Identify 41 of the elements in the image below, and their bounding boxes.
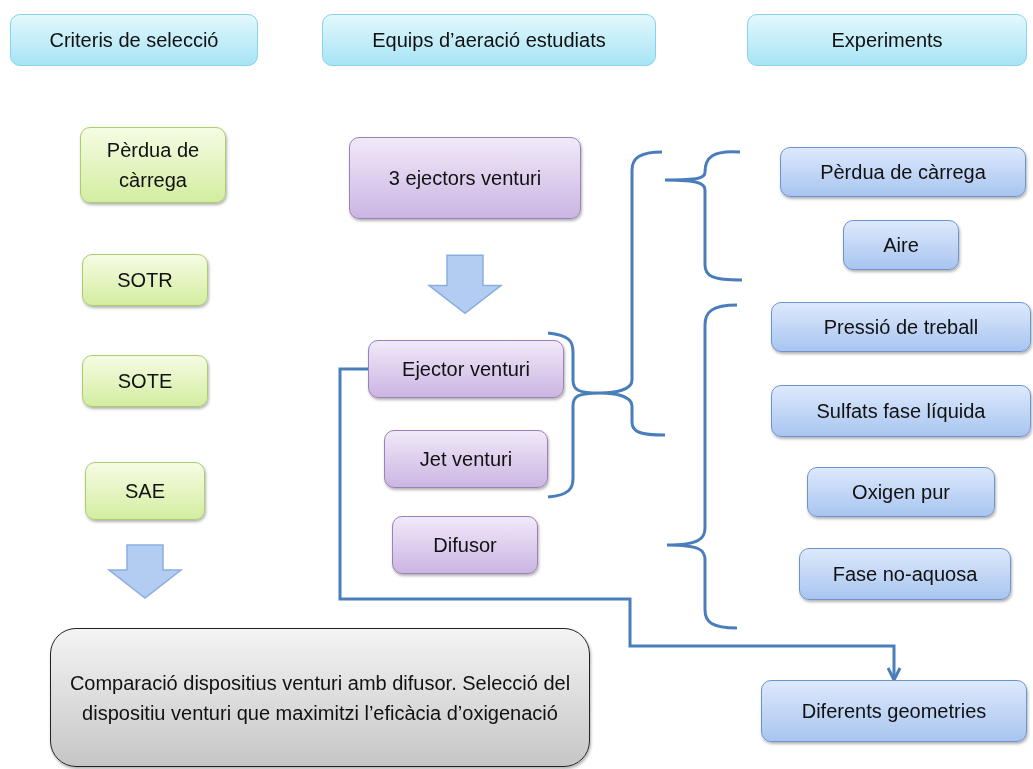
block-arrow <box>426 254 504 315</box>
box-label: Diferents geometries <box>801 699 987 724</box>
box-label: Difusor <box>433 533 497 558</box>
equipment-box <box>384 430 548 488</box>
experiment-box <box>807 467 995 517</box>
experiment-box <box>780 147 1026 197</box>
equipment-box <box>392 516 538 574</box>
criterion-box <box>82 254 208 306</box>
box-label: SAE <box>125 479 165 504</box>
box-label: Aire <box>883 233 919 258</box>
box-label: Equips d’aeració estudiats <box>372 28 606 53</box>
header-box <box>10 14 258 66</box>
box-label: Sulfats fase líquida <box>816 399 986 424</box>
arrow <box>338 367 902 682</box>
box-label: Pèrdua de càrrega <box>105 138 201 193</box>
box-label: Fase no-aquosa <box>832 562 978 587</box>
box-label: Experiments <box>831 28 943 53</box>
experiment-box <box>771 302 1031 352</box>
box-label: Criteris de selecció <box>49 28 219 53</box>
box-label: Ejector venturi <box>402 357 530 382</box>
box-label: 3 ejectors venturi <box>388 166 542 191</box>
block-arrow <box>106 544 184 599</box>
equipment-box <box>349 137 581 219</box>
box-label: Jet venturi <box>419 447 513 472</box>
criterion-box <box>82 355 208 407</box>
equipment-box <box>368 340 564 398</box>
box-label: Comparació dispositius venturi amb difusor. Selecció del dispositiu venturi que maximitzi l’eficàcia d’oxigenació <box>68 670 572 726</box>
box-label: Pèrdua de càrrega <box>820 160 986 185</box>
box-label: SOTE <box>117 369 173 394</box>
experiment-box <box>771 385 1031 437</box>
box-label: SOTR <box>117 268 173 293</box>
experiment-box <box>799 548 1011 600</box>
experiment-box <box>843 220 959 270</box>
box-label: Pressió de treball <box>823 315 979 340</box>
criterion-box <box>85 462 205 520</box>
header-box <box>322 14 656 66</box>
criterion-box <box>80 127 226 203</box>
header-box <box>747 14 1027 66</box>
result-box <box>50 628 590 767</box>
experiment-box <box>761 680 1027 742</box>
box-label: Oxigen pur <box>852 480 950 505</box>
